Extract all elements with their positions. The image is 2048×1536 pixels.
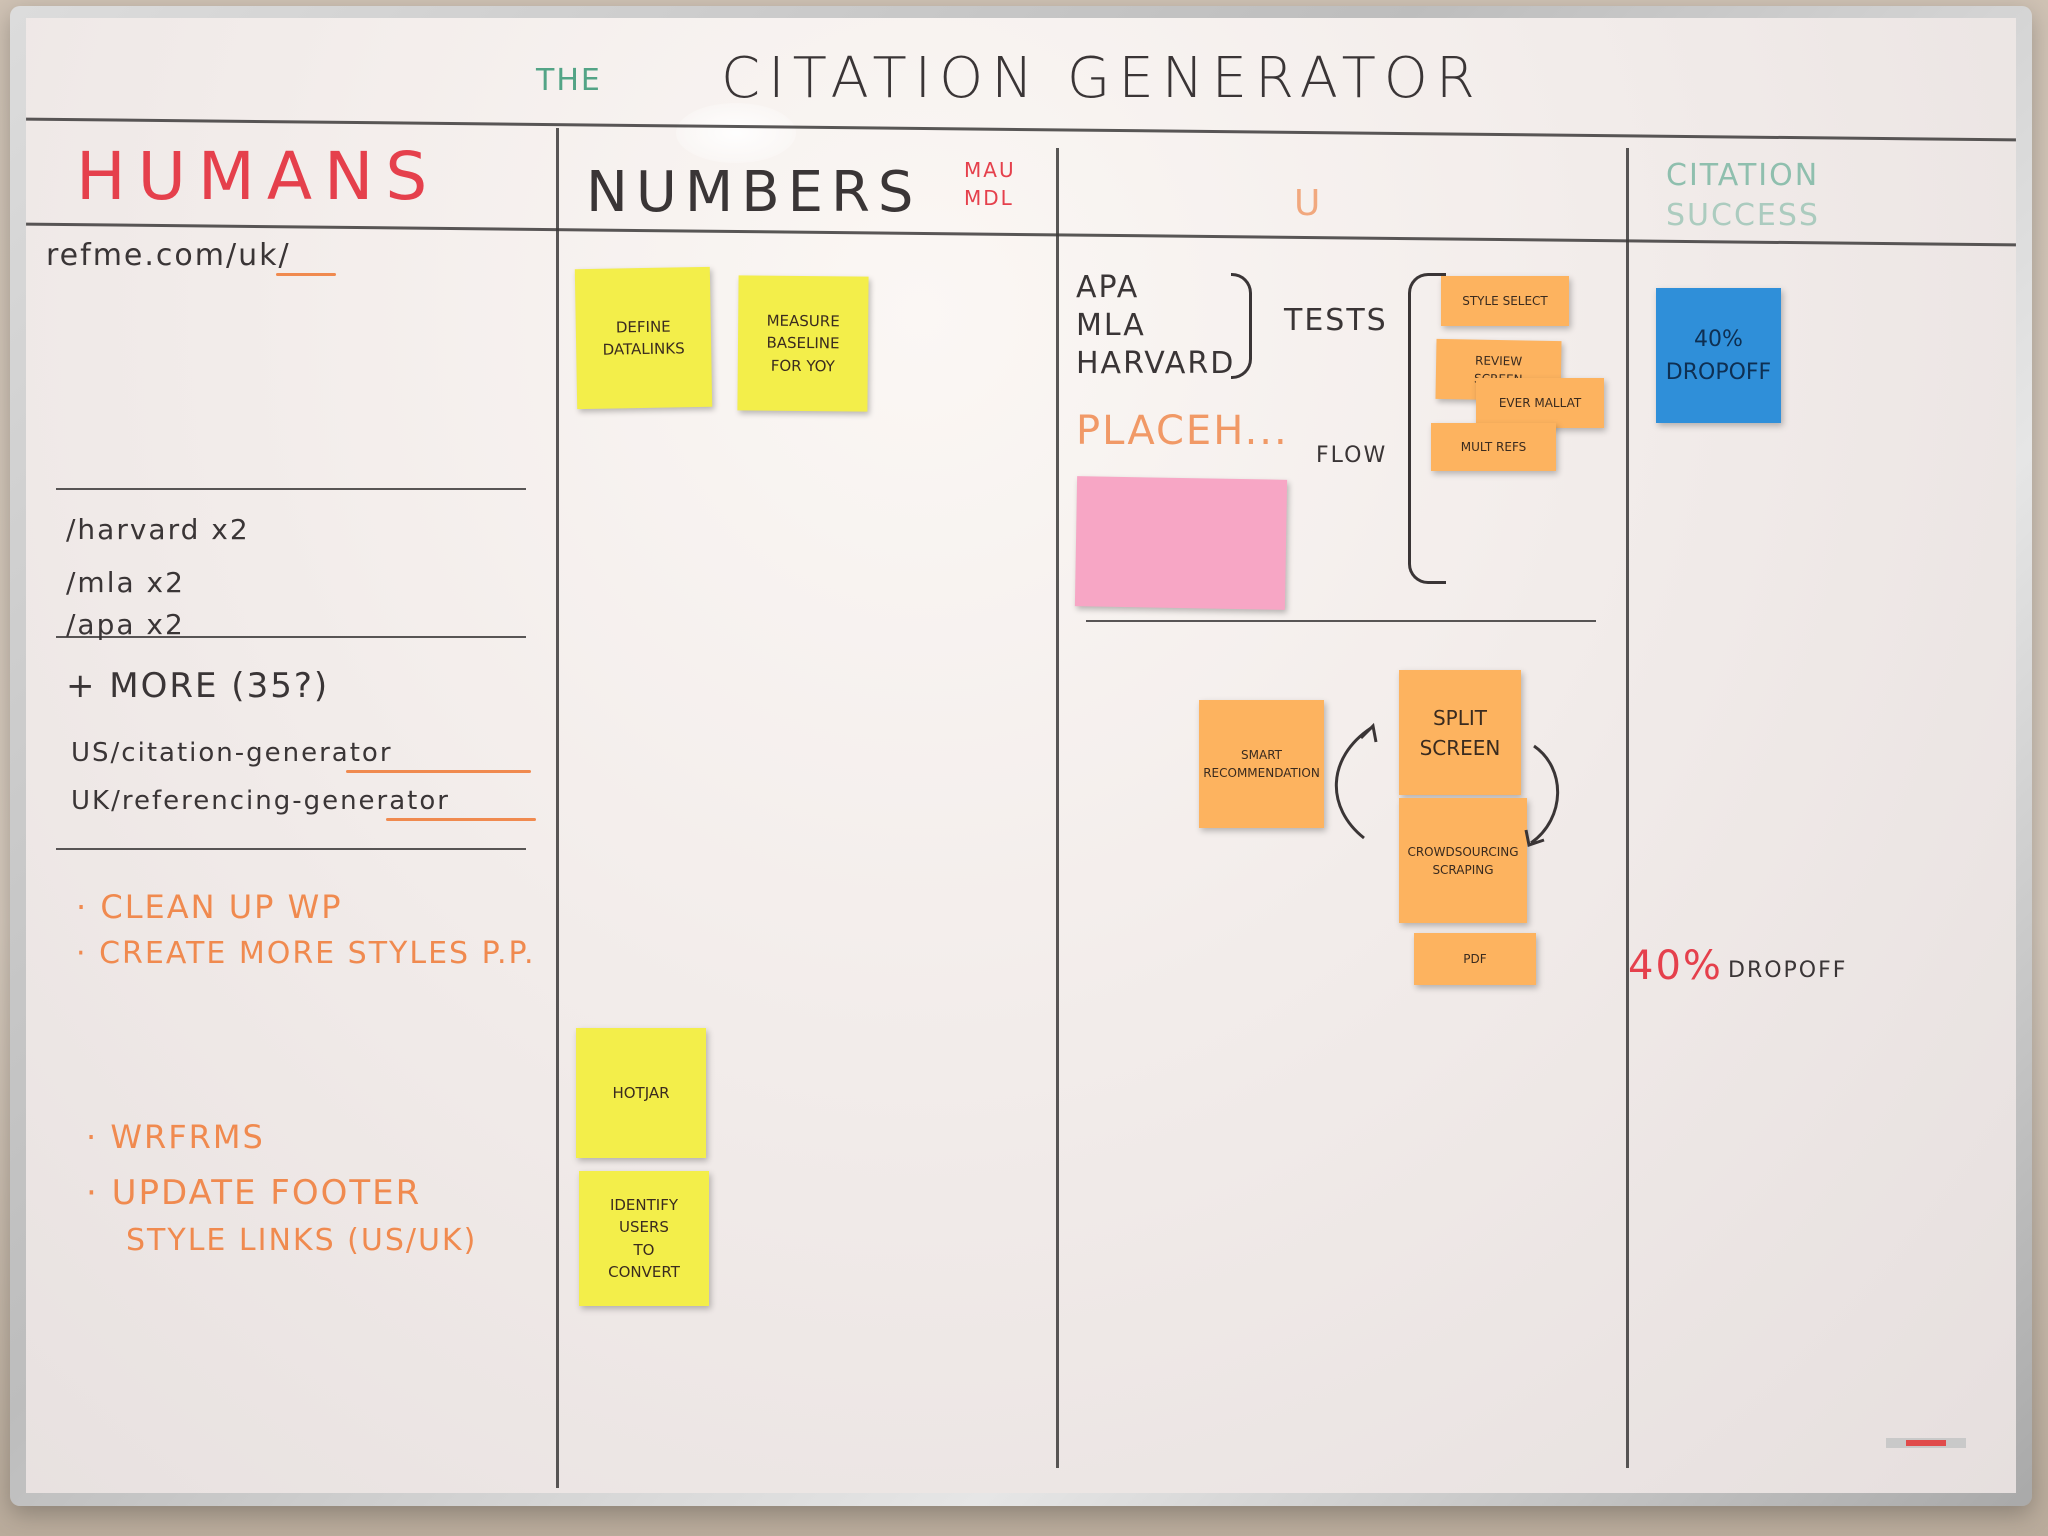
sticky-split-screen: SPLIT SCREEN	[1399, 670, 1521, 795]
url-underline	[276, 273, 336, 276]
written-dropoff-label: DROPOFF	[1728, 958, 1848, 983]
board-title: CITATION GENERATOR	[721, 46, 1483, 111]
light-glare	[676, 103, 796, 163]
u-divider	[1086, 620, 1596, 622]
uk-link-underline	[386, 818, 536, 821]
us-citation-link: US/citation-generator	[71, 738, 393, 768]
sticky-mult-refs: MULT REFS	[1431, 423, 1556, 471]
harvard-path: /harvard x2	[66, 513, 250, 546]
more-styles: + MORE (35?)	[66, 666, 330, 706]
board-title-prefix: THE	[536, 63, 602, 98]
style-apa: APA	[1076, 270, 1140, 305]
humans-divider-3	[56, 848, 526, 850]
humans-divider-1	[56, 488, 526, 490]
numbers-sub-mau: MAU	[964, 158, 1016, 182]
column-divider-2	[1056, 148, 1059, 1468]
apa-path: /apa x2	[66, 608, 185, 641]
todo-wrfrms: · WRFRMS	[86, 1118, 265, 1156]
sticky-crowdsourcing-scraping: CROWDSOURCING SCRAPING	[1399, 798, 1527, 923]
todo-clean-up-wp: · CLEAN UP WP	[76, 888, 343, 926]
citation-success-header-2: SUCCESS	[1666, 198, 1820, 233]
numbers-sub-mdl: MDL	[964, 186, 1014, 210]
sticky-style-select: STYLE SELECT	[1441, 276, 1569, 326]
cycle-arrows	[1334, 722, 1560, 847]
sticky-pdf: PDF	[1414, 933, 1536, 985]
marker-pen	[1886, 1438, 1966, 1448]
mla-path: /mla x2	[66, 566, 185, 599]
humans-column-header: HUMANS	[76, 138, 440, 215]
style-mla: MLA	[1076, 308, 1146, 343]
refme-url: refme.com/uk/	[46, 238, 291, 273]
us-link-underline	[346, 770, 531, 773]
sticky-ever-mallat: EVER MALLAT	[1476, 378, 1604, 428]
flow-brace	[1408, 273, 1446, 584]
sticky-identify-users: IDENTIFY USERS TO CONVERT	[579, 1171, 709, 1306]
sticky-smart-recommendation: SMART RECOMMENDATION	[1199, 700, 1324, 828]
whiteboard: THE CITATION GENERATOR HUMANS NUMBERS MA…	[26, 18, 2016, 1493]
sticky-40-dropoff: 40% DROPOFF	[1656, 288, 1781, 423]
citation-success-header-1: CITATION	[1666, 158, 1820, 193]
written-dropoff-percent: 40%	[1628, 943, 1723, 989]
todo-update-footer: · UPDATE FOOTER	[86, 1173, 422, 1213]
uk-referencing-link: UK/referencing-generator	[71, 786, 450, 816]
column-divider-3	[1626, 148, 1629, 1468]
numbers-column-header: NUMBERS	[586, 160, 922, 225]
humans-divider-2	[56, 636, 526, 638]
todo-create-more-styles: · CREATE MORE STYLES P.P.	[76, 936, 536, 971]
style-harvard: HARVARD	[1076, 346, 1236, 381]
column-divider-1	[556, 128, 559, 1488]
tests-label: TESTS	[1284, 303, 1388, 338]
todo-style-links: STYLE LINKS (US/UK)	[126, 1223, 478, 1258]
u-column-header: U	[1294, 183, 1323, 224]
flow-label: FLOW	[1316, 443, 1388, 468]
sticky-hotjar: HOTJAR	[576, 1028, 706, 1158]
placeholder-label: PLACEH...	[1076, 408, 1289, 454]
